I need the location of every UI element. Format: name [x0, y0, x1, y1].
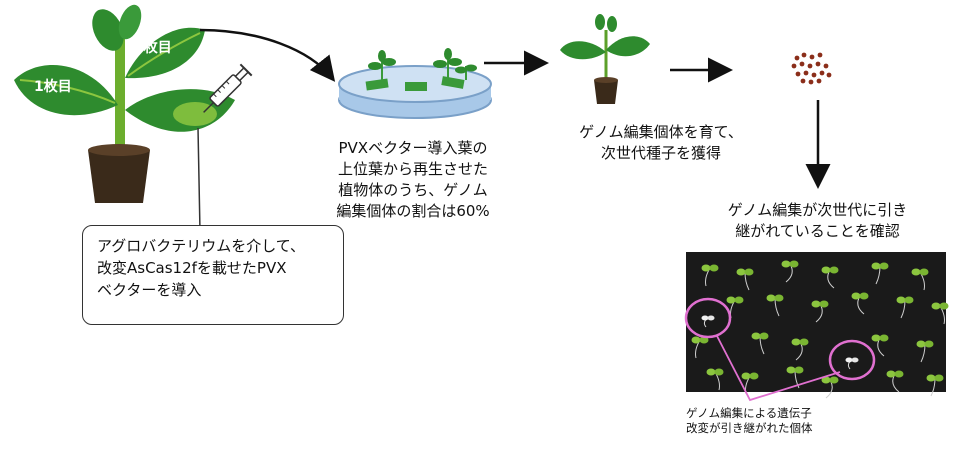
step3-line-1: ゲノム編集個体を育て、	[579, 123, 743, 141]
seedling	[871, 262, 889, 285]
step4-line-1: ゲノム編集が次世代に引き	[727, 201, 908, 219]
edited-seedling	[845, 357, 859, 370]
seedling	[911, 268, 929, 291]
step2-line-3: 植物体のうち、ゲノム	[338, 181, 488, 199]
plant-pot	[88, 150, 150, 203]
step2-line-4: 編集個体の割合は60%	[336, 202, 490, 220]
top-leaf-right	[118, 4, 142, 40]
seedling	[736, 268, 754, 291]
petri-dish	[338, 48, 492, 119]
seedling	[851, 292, 869, 315]
photo-note-line-1: ゲノム編集による遺伝子	[686, 406, 812, 420]
edited-seedling	[701, 315, 715, 328]
regenerated-shoot-3	[455, 64, 477, 80]
seedling	[931, 302, 949, 325]
seedling	[821, 376, 839, 399]
callout-line-3: ベクターを導入	[97, 281, 202, 299]
step3-caption: ゲノム編集個体を育て、 次世代種子を獲得	[566, 122, 756, 164]
callout-pointer	[148, 127, 201, 233]
source-plant: 1枚目 2枚目	[14, 4, 253, 203]
seedling-field	[691, 260, 949, 399]
seedling	[916, 340, 934, 363]
plant-stem	[115, 30, 125, 160]
seedling	[766, 294, 784, 317]
infiltration-spot	[173, 102, 217, 126]
seedling	[786, 366, 804, 389]
seedling	[926, 374, 944, 397]
callout-line-2: 改変AsCas12fを載せたPVX	[97, 259, 287, 277]
seedling	[871, 334, 889, 357]
leaf-1-label: 1枚目	[34, 78, 72, 95]
top-leaf-left	[92, 9, 124, 51]
seedling	[751, 332, 769, 355]
step4-caption: ゲノム編集が次世代に引き 継がれていることを確認	[700, 200, 935, 242]
highlight-circle-2	[828, 339, 876, 381]
seedling	[701, 264, 719, 287]
seedling	[886, 370, 904, 393]
photo-note-line-2: 改変が引き継がれた個体	[686, 421, 813, 435]
step4-line-2: 継がれていることを確認	[735, 222, 900, 240]
leaf-2-label: 2枚目	[134, 39, 172, 56]
step2-caption: PVXベクター導入葉の 上位葉から再生させた 植物体のうち、ゲノム 編集個体の割…	[318, 138, 508, 222]
step2-line-2: 上位葉から再生させた	[337, 160, 488, 178]
callout-box: アグロバクテリウムを介して、 改変AsCas12fを載せたPVX ベクターを導入	[82, 225, 344, 325]
edited-plant	[560, 14, 650, 104]
syringe-icon	[203, 63, 253, 113]
leaf-1	[14, 65, 118, 116]
seedling	[896, 296, 914, 319]
seedling	[811, 300, 829, 323]
seedling	[821, 266, 839, 289]
seeds-icon	[791, 52, 832, 85]
photo-note: ゲノム編集による遺伝子 改変が引き継がれた個体	[686, 406, 886, 436]
seedling	[691, 336, 709, 359]
highlight-connector	[716, 335, 841, 402]
step2-line-1: PVXベクター導入葉の	[338, 139, 488, 157]
step3-line-2: 次世代種子を獲得	[600, 144, 721, 162]
regenerated-shoot-2	[433, 48, 462, 78]
seedling	[791, 338, 809, 361]
arrow-plant-to-dish	[199, 28, 336, 82]
callout-line-1: アグロバクテリウムを介して、	[97, 237, 306, 255]
highlight-circle-1	[684, 297, 732, 339]
seedling	[781, 260, 799, 283]
seedling	[706, 368, 724, 391]
regenerated-shoot-1	[368, 50, 396, 80]
